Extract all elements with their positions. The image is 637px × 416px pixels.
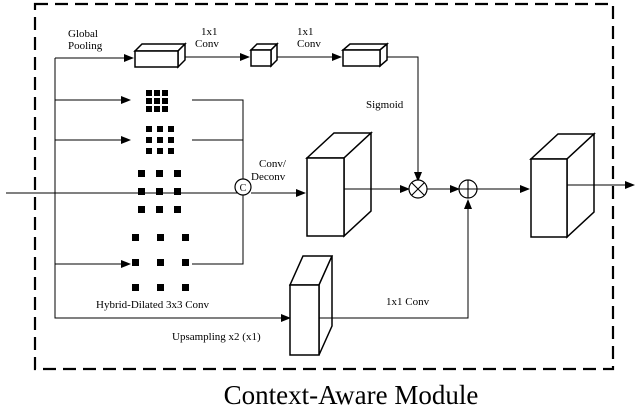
trunk-vertical	[54, 58, 291, 322]
multiply-node	[408, 179, 428, 199]
label-upsampling: Upsampling x2 (x1)	[172, 331, 261, 343]
label-conv-a-2: Conv	[195, 38, 219, 50]
concat-node	[234, 178, 252, 196]
label-conv1x1-bottom: 1x1 Conv	[386, 296, 430, 308]
add-node	[458, 179, 478, 199]
label-conv-a-1: 1x1	[201, 26, 218, 38]
dilated-kernel-rate-4	[132, 234, 189, 291]
dilated-kernel-rate-2	[146, 126, 174, 154]
pooling-box	[133, 42, 187, 69]
label-conv-deconv-2: Deconv	[251, 171, 286, 183]
diagram-caption: Context-Aware Module	[224, 380, 479, 410]
upsampling-block	[288, 255, 334, 356]
dilated-kernel-rate-1	[146, 90, 168, 112]
label-hybrid-dilated: Hybrid-Dilated 3x3 Conv	[96, 299, 210, 311]
label-pooling: Pooling	[68, 40, 103, 52]
dilated-kernel-rate-3	[138, 170, 181, 213]
conv1x1-a-box	[249, 42, 279, 68]
gather-line	[192, 99, 244, 265]
label-conv-b-2: Conv	[297, 38, 321, 50]
label-conv-b-1: 1x1	[297, 26, 314, 38]
label-global: Global	[68, 28, 98, 40]
deconv-block	[305, 131, 373, 238]
label-sigmoid: Sigmoid	[366, 99, 404, 111]
upsample-to-add	[319, 199, 472, 319]
sigmoid-line	[387, 56, 422, 182]
conv1x1-b-box	[340, 42, 390, 68]
concat-symbol: C	[240, 183, 247, 194]
label-conv-deconv-1: Conv/	[259, 158, 287, 170]
module-boundary	[33, 2, 615, 371]
